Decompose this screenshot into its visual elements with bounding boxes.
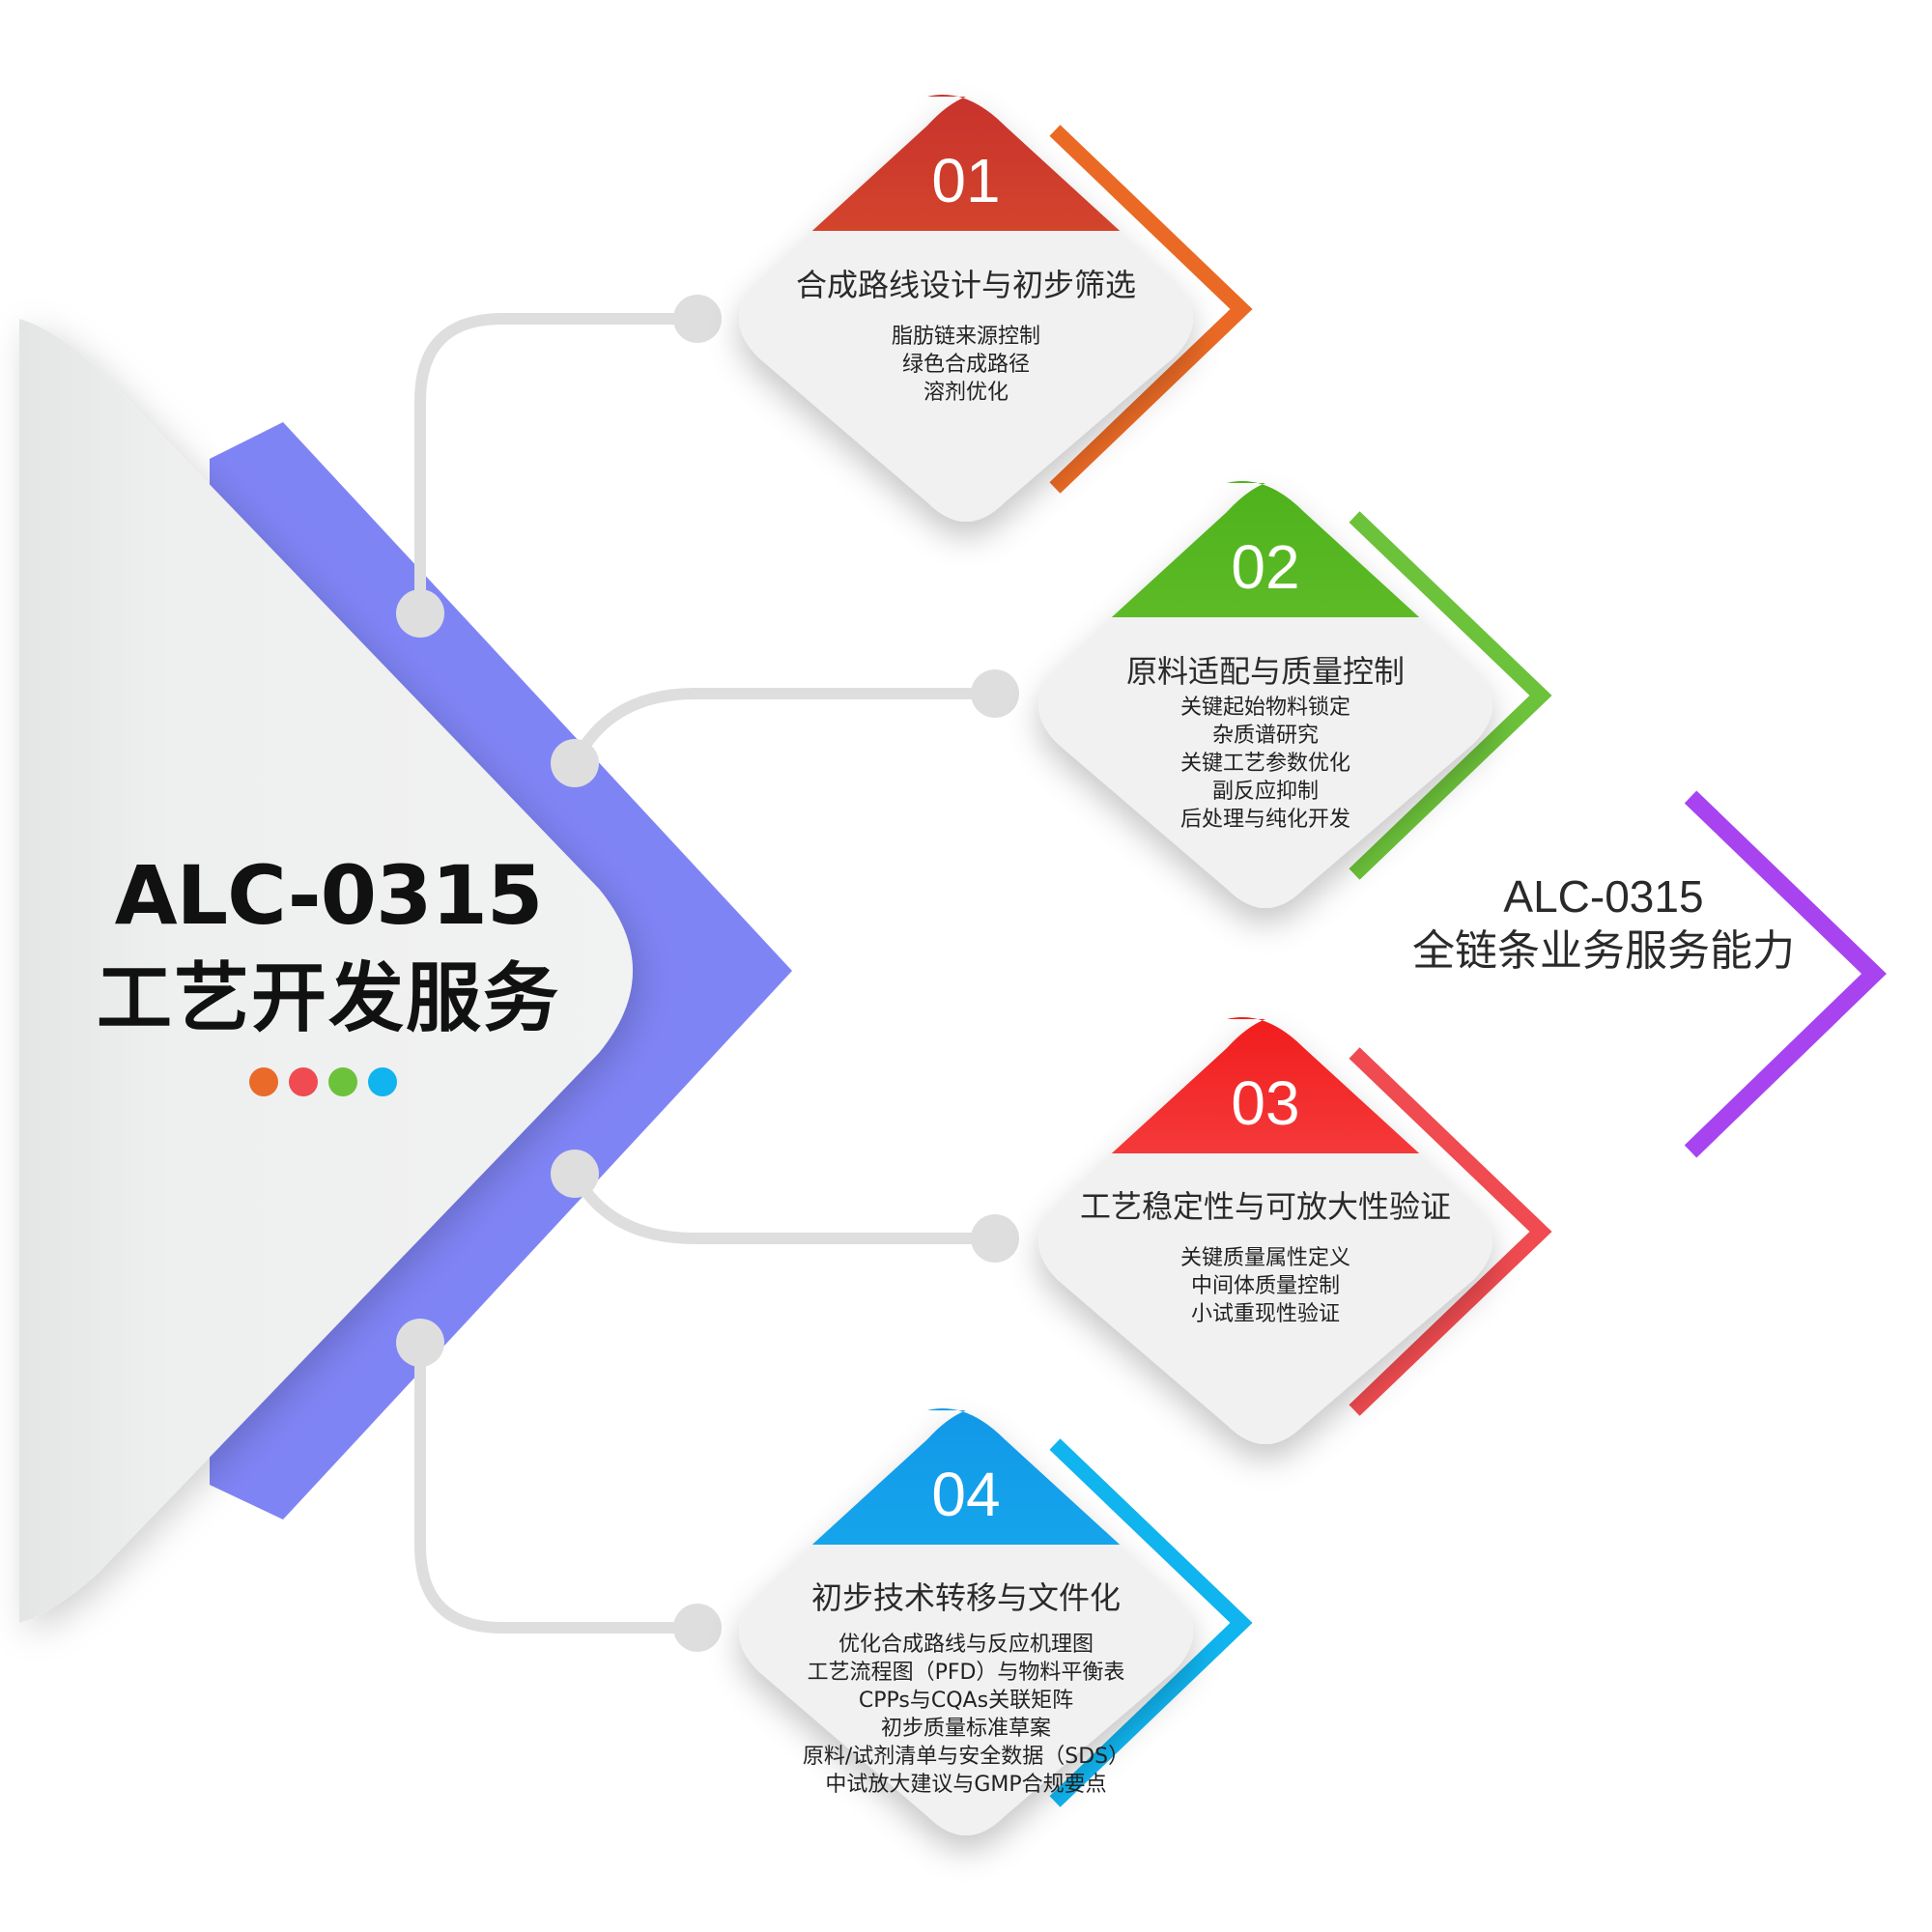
card-02-title: 原料适配与质量控制 (1125, 653, 1405, 690)
card-02-item: 杂质谱研究 (1211, 724, 1319, 748)
card-03-item: 关键质量属性定义 (1179, 1246, 1350, 1270)
side-chevron (1684, 790, 1887, 1158)
card-04-number: 04 (931, 1460, 1001, 1529)
card-02-accent (1349, 511, 1552, 880)
card-04-item: 原料/试剂清单与安全数据（SDS） (802, 1745, 1130, 1769)
connector-node (551, 739, 599, 787)
connector-nodes (396, 295, 1019, 1652)
card-01-accent (1049, 125, 1253, 494)
card-01-items: 脂肪链来源控制 绿色合成路径 溶剂优化 (734, 323, 1198, 407)
card-04-item: 优化合成路线与反应机理图 (838, 1633, 1094, 1657)
card-03 (1038, 1017, 1492, 1444)
card-04-items: 优化合成路线与反应机理图 工艺流程图（PFD）与物料平衡表 CPPs与CQAs关… (734, 1631, 1198, 1799)
card-02-item: 后处理与纯化开发 (1179, 808, 1350, 832)
connector-node (551, 1150, 599, 1198)
card-03-title: 工艺稳定性与可放大性验证 (1079, 1188, 1451, 1225)
card-04-accent (1049, 1438, 1253, 1807)
side-label-line2: 全链条业务服务能力 (1412, 926, 1795, 976)
connector-node (396, 1319, 444, 1367)
side-label-line1: ALC-0315 (1503, 871, 1704, 922)
card-03-item: 中间体质量控制 (1190, 1274, 1340, 1298)
card-02 (1038, 481, 1492, 908)
card-01-number: 01 (931, 146, 1001, 215)
card-03-item: 小试重现性验证 (1190, 1302, 1340, 1326)
card-01-title: 合成路线设计与初步筛选 (795, 267, 1136, 303)
card-04-item: CPPs与CQAs关联矩阵 (858, 1689, 1074, 1713)
card-02-items: 关键起始物料锁定 杂质谱研究 关键工艺参数优化 副反应抑制 后处理与纯化开发 (1034, 694, 1497, 834)
connector-node (673, 295, 722, 343)
green-dot (328, 1067, 357, 1096)
card-04-title: 初步技术转移与文件化 (810, 1579, 1121, 1616)
red-dot (289, 1067, 318, 1096)
orange-dot (249, 1067, 278, 1096)
connector-02 (569, 688, 1001, 769)
card-03-accent (1349, 1047, 1552, 1416)
connector-node (971, 669, 1019, 718)
card-04-item: 中试放大建议与GMP合规要点 (825, 1773, 1107, 1797)
card-04-item: 工艺流程图（PFD）与物料平衡表 (807, 1661, 1125, 1685)
card-02-number: 02 (1231, 532, 1300, 602)
main-title-line2: 工艺开发服务 (96, 955, 560, 1042)
card-01-item: 溶剂优化 (923, 381, 1009, 405)
card-01-item: 绿色合成路径 (901, 353, 1030, 377)
connector-04 (414, 1337, 703, 1634)
card-02-item: 关键起始物料锁定 (1179, 696, 1350, 720)
blue-dot (368, 1067, 397, 1096)
main-title-line1: ALC-0315 (114, 848, 544, 943)
main-panel (19, 319, 633, 1623)
connector-node (971, 1214, 1019, 1263)
card-03-number: 03 (1231, 1068, 1300, 1138)
connector-node (396, 589, 444, 638)
card-03-items: 关键质量属性定义 中间体质量控制 小试重现性验证 (1034, 1244, 1497, 1328)
connector-03 (569, 1168, 1001, 1244)
card-02-item: 关键工艺参数优化 (1179, 752, 1350, 776)
connector-01 (414, 313, 703, 619)
color-dots (249, 1067, 397, 1096)
card-04 (739, 1408, 1193, 1835)
connector-node (673, 1604, 722, 1652)
card-01 (739, 95, 1193, 522)
card-04-item: 初步质量标准草案 (880, 1717, 1051, 1741)
card-01-item: 脂肪链来源控制 (891, 325, 1040, 349)
card-02-item: 副反应抑制 (1211, 780, 1319, 804)
